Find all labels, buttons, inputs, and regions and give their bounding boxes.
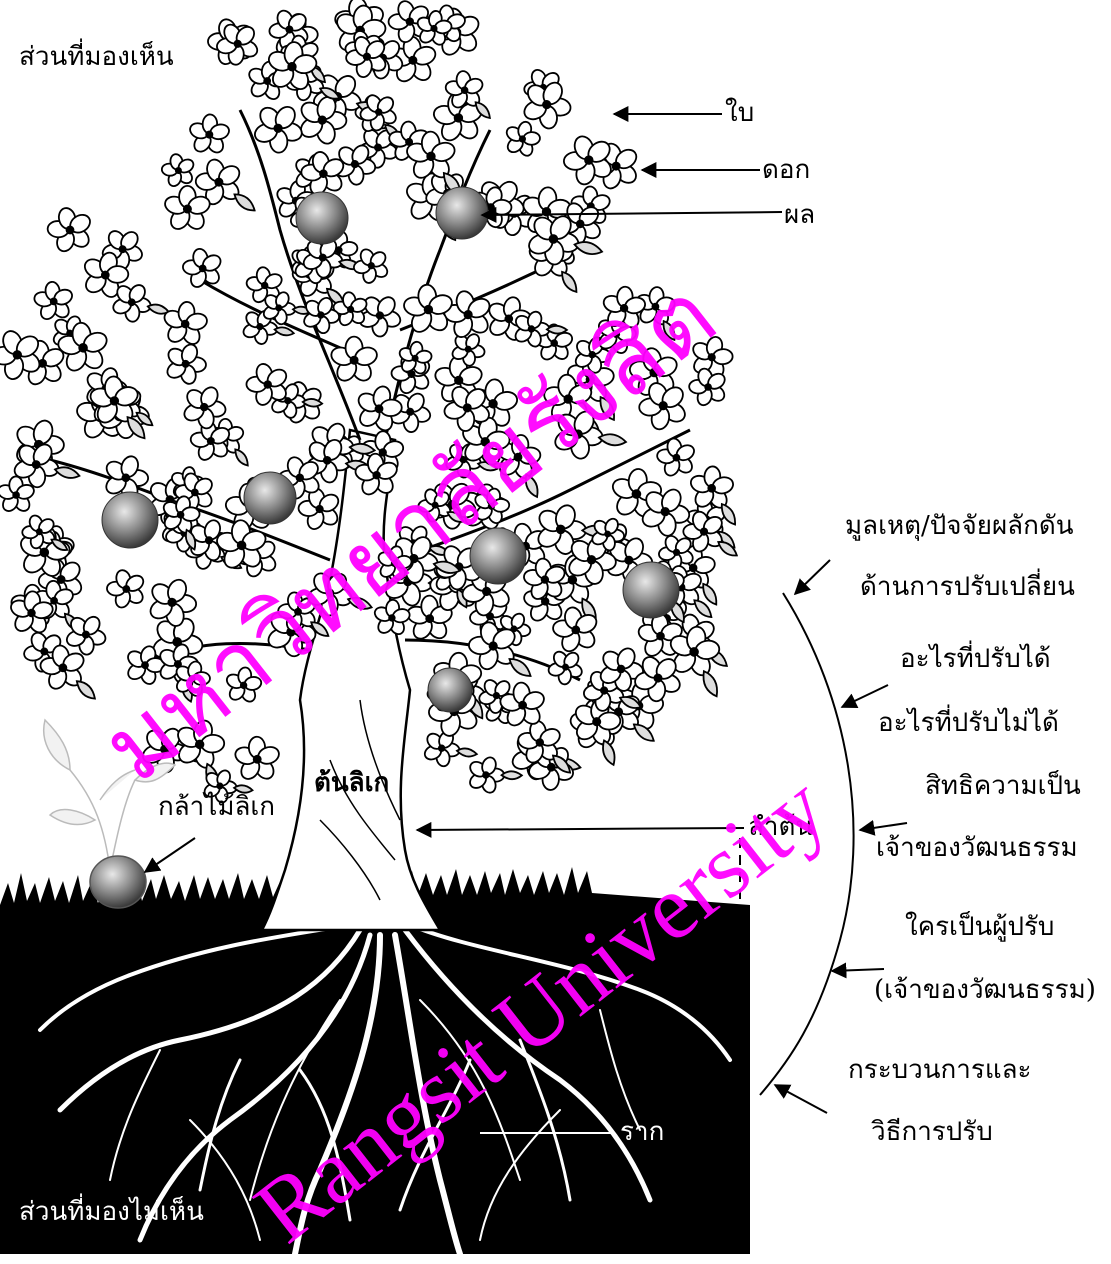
- flower-cluster: [218, 660, 269, 710]
- fruit: [436, 187, 488, 239]
- fruit: [244, 472, 296, 524]
- root-label: ราก: [620, 1117, 664, 1147]
- flower-cluster: [209, 14, 267, 73]
- side-note-5-line2: วิธีการปรับ: [871, 1117, 993, 1147]
- trunk-arrow: [417, 828, 744, 830]
- seedling-label: กล้าไม้ลิเก: [158, 792, 275, 822]
- trunk-label: ลำต้น: [748, 812, 813, 842]
- fruit: [470, 528, 526, 584]
- leaf-label: ใบ: [725, 98, 754, 128]
- note-arrow-3: [860, 823, 907, 830]
- side-note-4-line1: ใครเป็นผู้ปรับ: [905, 912, 1054, 942]
- flower-cluster: [174, 239, 232, 297]
- note-arrow-5: [775, 1085, 827, 1113]
- fruit: [623, 562, 679, 618]
- flower-cluster: [163, 341, 207, 387]
- side-note-4-line2: (เจ้าของวัฒนธรรม): [874, 975, 1096, 1005]
- fruit: [428, 668, 472, 712]
- side-note-2-line2: อะไรที่ปรับไม่ได้: [878, 708, 1059, 738]
- flower-cluster: [498, 115, 546, 162]
- flower-cluster: [154, 293, 217, 355]
- side-note-1-line2: ด้านการปรับเปลี่ยน: [860, 572, 1075, 602]
- note-arrow-2: [842, 685, 888, 707]
- fruit: [296, 192, 348, 244]
- visible-part-label: ส่วนที่มองเห็น: [19, 42, 174, 72]
- side-note-5-line1: กระบวนการและ: [848, 1055, 1032, 1085]
- tree-name-label: ต้นลิเก: [314, 768, 389, 798]
- side-note-3-line1: สิทธิความเป็น: [925, 771, 1081, 801]
- fruit: [102, 492, 158, 548]
- flower-cluster: [37, 197, 102, 263]
- fruit-label: ผล: [784, 200, 815, 230]
- note-arrow-1: [795, 560, 830, 594]
- side-note-2-line1: อะไรที่ปรับได้: [900, 644, 1051, 674]
- bracket-curve: [760, 593, 854, 1095]
- flower-cluster: [180, 106, 238, 164]
- invisible-part-label: ส่วนที่มองไม่เห็น: [19, 1197, 204, 1227]
- flower-label: ดอก: [762, 155, 810, 185]
- flower-cluster: [98, 561, 154, 617]
- seedling-arrow: [145, 838, 195, 872]
- side-note-3-line2: เจ้าของวัฒนธรรม: [876, 833, 1078, 863]
- flower-cluster: [154, 146, 203, 195]
- note-arrow-4: [832, 969, 884, 971]
- side-note-1-line1: มูลเหตุ/ปัจจัยผลักดัน: [845, 511, 1074, 541]
